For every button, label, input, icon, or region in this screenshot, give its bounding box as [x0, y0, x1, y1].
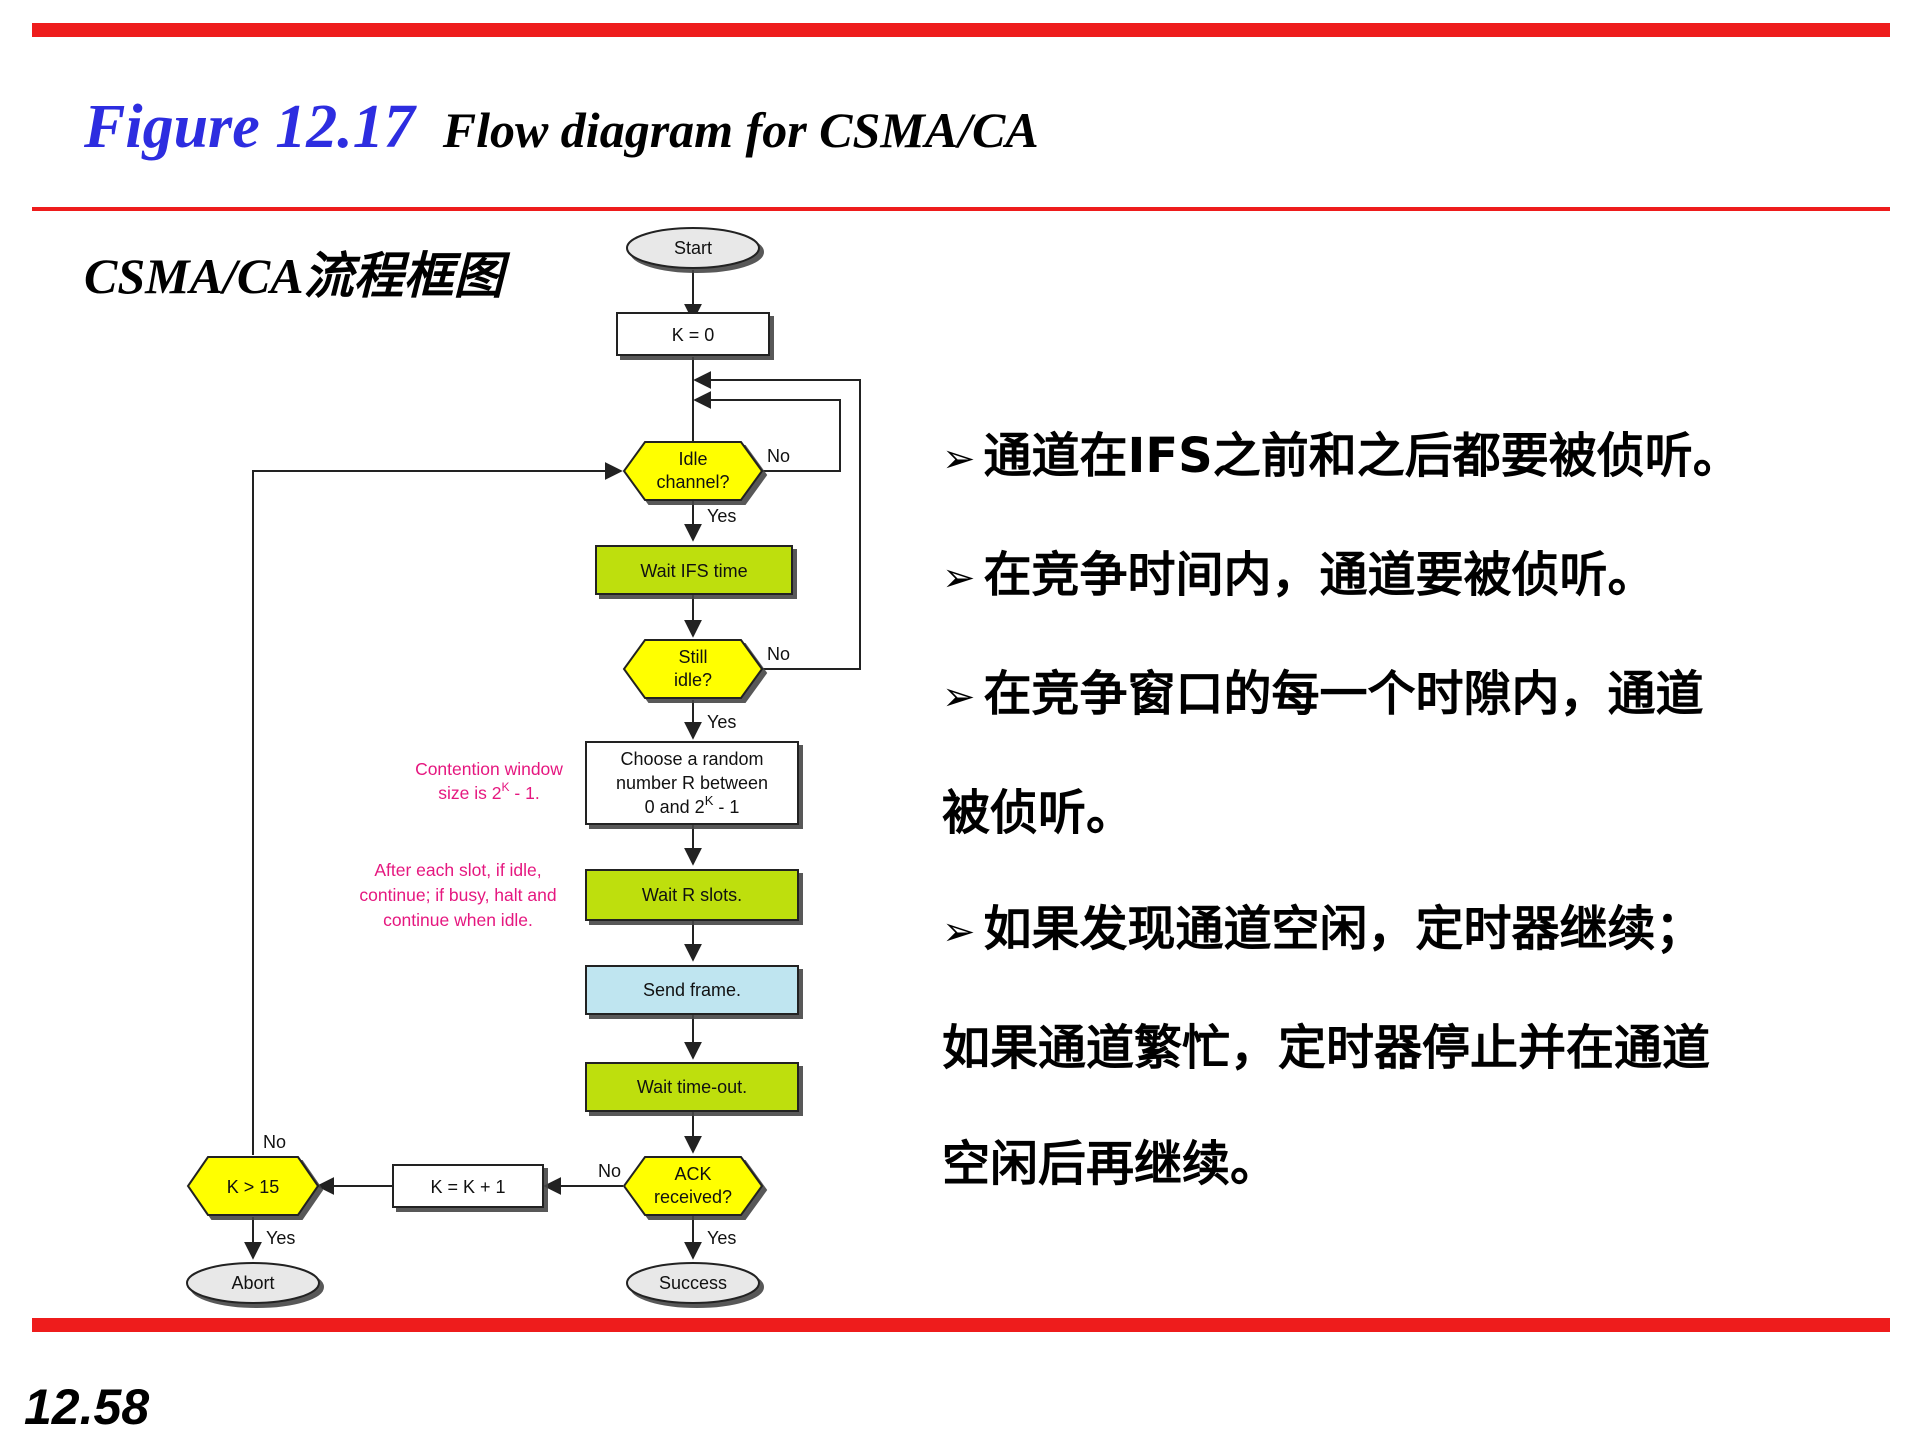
contention-window-note: Contention window size is 2K - 1. — [415, 759, 563, 803]
k-increment-label: K = K + 1 — [430, 1177, 505, 1197]
ack-line1: ACK — [674, 1164, 711, 1184]
slot-note-line3: continue when idle. — [383, 910, 533, 930]
bullet-text-3b: 被侦听。 — [942, 785, 1135, 841]
still-idle-line2: idle? — [674, 670, 712, 690]
arrow-idle-no-loop — [693, 391, 841, 472]
send-frame-box: Send frame. — [585, 965, 799, 1015]
k-increment-box: K = K + 1 — [392, 1164, 544, 1208]
start-label: Start — [674, 238, 712, 258]
bullet-item-1: ➢通道在IFS之前和之后都要被侦听。 — [942, 398, 1872, 517]
ack-no-label: No — [598, 1161, 621, 1181]
abort-terminal: Abort — [186, 1262, 320, 1304]
k-zero-label: K = 0 — [672, 325, 715, 345]
choose-random-line2: number R between — [616, 773, 768, 793]
bullet-arrow-icon: ➢ — [942, 436, 976, 482]
bullet-item-3-cont: 被侦听。 — [942, 755, 1872, 871]
still-yes-label: Yes — [707, 712, 736, 732]
bullet-item-2: ➢在竞争时间内，通道要被侦听。 — [942, 517, 1872, 636]
title-red-rule — [32, 207, 1890, 211]
idle-yes-label: Yes — [707, 506, 736, 526]
bullet-item-4-cont2: 空闲后再继续。 — [942, 1106, 1872, 1222]
wait-timeout-label: Wait time-out. — [637, 1077, 747, 1097]
still-idle-line1: Still — [678, 647, 707, 667]
arrow-still-no-loop — [693, 371, 861, 670]
choose-random-line3: 0 and 2K - 1 — [645, 793, 740, 817]
bullet-text-4b: 如果通道繁忙，定时器停止并在通道 — [942, 1020, 1711, 1076]
k-gt-15-decision: K > 15 — [186, 1156, 320, 1216]
wait-timeout-box: Wait time-out. — [585, 1062, 799, 1112]
bullet-text-2: 在竞争时间内，通道要被侦听。 — [983, 547, 1656, 603]
k15-yes-label: Yes — [266, 1228, 295, 1248]
bullet-text-4c: 空闲后再继续。 — [942, 1136, 1279, 1192]
still-idle-decision: Still idle? — [622, 639, 764, 699]
bottom-red-rule — [32, 1318, 1890, 1332]
send-frame-label: Send frame. — [643, 980, 741, 1000]
still-no-label: No — [767, 644, 790, 664]
bullet-arrow-icon: ➢ — [942, 555, 976, 601]
bullet-text-3a: 在竞争窗口的每一个时隙内，通道 — [983, 666, 1704, 722]
k15-no-label: No — [263, 1132, 286, 1152]
idle-channel-line2: channel? — [656, 472, 729, 492]
success-label: Success — [659, 1273, 727, 1293]
bullet-text-4a: 如果发现通道空闲，定时器继续； — [983, 901, 1704, 957]
figure-caption: Flow diagram for CSMA/CA — [442, 102, 1039, 158]
slide-subtitle: CSMA/CA流程框图 — [84, 248, 504, 304]
bullet-item-4-cont1: 如果通道繁忙，定时器停止并在通道 — [942, 990, 1872, 1106]
ack-received-decision: ACK received? — [622, 1156, 764, 1216]
wait-r-slots-label: Wait R slots. — [642, 885, 742, 905]
bullet-item-3: ➢在竞争窗口的每一个时隙内，通道 — [942, 636, 1872, 755]
choose-random-box: Choose a random number R between 0 and 2… — [585, 741, 799, 825]
bullet-item-4: ➢如果发现通道空闲，定时器继续； — [942, 871, 1872, 990]
slide-title: Figure 12.17 Flow diagram for CSMA/CA — [84, 92, 1039, 163]
top-red-rule — [32, 23, 1890, 37]
slot-note-line1: After each slot, if idle, — [374, 860, 541, 880]
ack-yes-label: Yes — [707, 1228, 736, 1248]
slot-note-line2: continue; if busy, halt and — [359, 885, 556, 905]
start-terminal: Start — [626, 227, 760, 269]
contention-note-line2: size is 2K - 1. — [438, 780, 539, 803]
wait-ifs-box: Wait IFS time — [595, 545, 793, 595]
abort-label: Abort — [231, 1273, 274, 1293]
bullet-arrow-icon: ➢ — [942, 909, 976, 955]
page-number: 12.58 — [24, 1379, 150, 1435]
idle-no-label: No — [767, 446, 790, 466]
slot-behavior-note: After each slot, if idle, continue; if b… — [359, 860, 556, 930]
choose-random-line1: Choose a random — [620, 749, 763, 769]
k-zero-box: K = 0 — [616, 312, 770, 356]
bullet-arrow-icon: ➢ — [942, 674, 976, 720]
bullet-list: ➢通道在IFS之前和之后都要被侦听。 ➢在竞争时间内，通道要被侦听。 ➢在竞争窗… — [942, 398, 1872, 1222]
flow-connectors — [244, 270, 861, 1260]
idle-channel-decision: Idle channel? — [622, 441, 764, 501]
wait-ifs-label: Wait IFS time — [640, 561, 747, 581]
figure-number: Figure 12.17 — [84, 93, 415, 161]
contention-note-line1: Contention window — [415, 759, 563, 779]
wait-r-slots-box: Wait R slots. — [585, 869, 799, 921]
idle-channel-line1: Idle — [678, 449, 707, 469]
ack-line2: received? — [654, 1187, 732, 1207]
arrow-k15-no-loop — [252, 462, 623, 1155]
success-terminal: Success — [626, 1262, 760, 1304]
bullet-text-1: 通道在IFS之前和之后都要被侦听。 — [983, 428, 1741, 484]
k-gt-15-label: K > 15 — [227, 1177, 280, 1197]
